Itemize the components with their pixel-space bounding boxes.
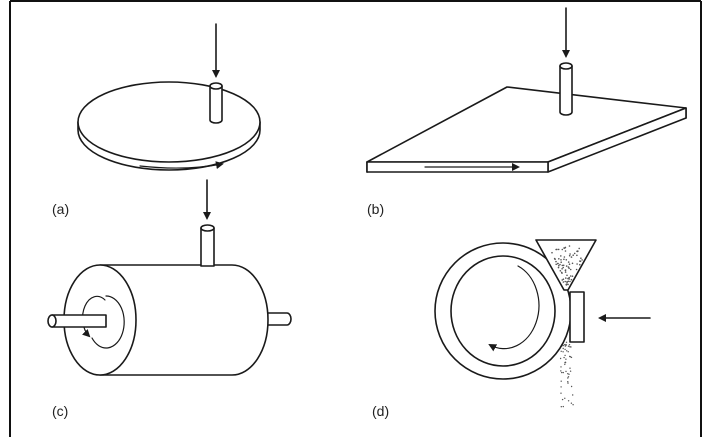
panel-label-c: (c) (52, 403, 68, 419)
cylinder-left-shaft (47, 314, 107, 328)
powder-hopper (535, 239, 597, 291)
panel-d-abrasive-wheel-diagram: (d) (372, 239, 651, 419)
plate-top-face (366, 86, 687, 163)
panel-b-plate-diagram: (b) (366, 7, 687, 217)
cylinder-pin (200, 224, 215, 267)
wheel-rotation-arrow (488, 265, 540, 352)
disc-rotation-arrow (139, 161, 224, 170)
panel-c-cylinder-diagram: (c) (47, 179, 292, 419)
cylinder-end-ring (91, 295, 125, 349)
disc-top-face (77, 81, 261, 163)
panel-label-d: (d) (372, 403, 389, 419)
cylinder-rotation-arrow (81, 295, 106, 338)
panel-a-disc-diagram: (a) (52, 23, 261, 217)
disc-pin (209, 82, 223, 124)
figure-frame (9, 0, 702, 437)
panel-label-b: (b) (367, 201, 384, 217)
cylinder-right-shaft (264, 312, 292, 326)
panel-label-a: (a) (52, 201, 69, 217)
plate-pin (559, 62, 573, 116)
wheel-inner-ring (450, 255, 556, 367)
specimen-block (569, 291, 585, 343)
cylinder-body (99, 264, 269, 376)
hopper-powder (551, 245, 583, 286)
